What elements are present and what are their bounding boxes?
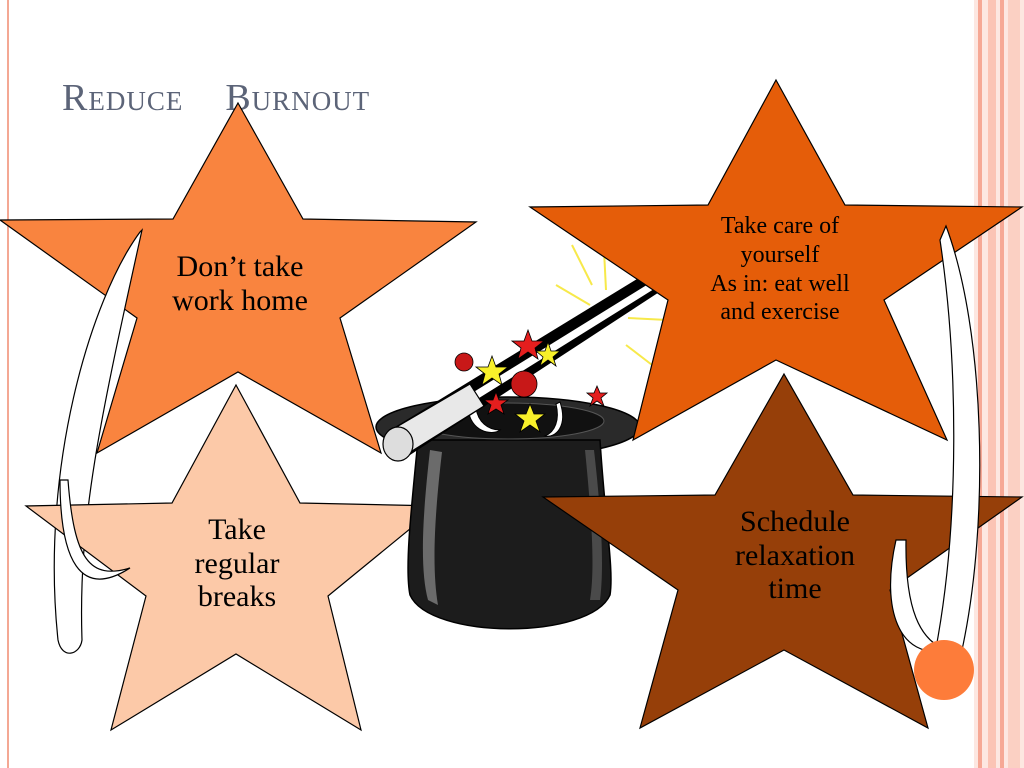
- star-line: Take: [208, 513, 266, 546]
- star-line: relaxation: [735, 538, 855, 572]
- magic-wand-icon: [382, 268, 670, 462]
- star-dont-take-work-home: [0, 101, 478, 455]
- star-line: regular: [194, 546, 280, 580]
- star-line: yourself: [740, 241, 820, 268]
- star-take-regular-breaks: [24, 383, 440, 732]
- star-line: Schedule: [740, 505, 850, 538]
- right-border-decoration: [974, 0, 1024, 768]
- left-ribbon-loop-icon: [59, 479, 131, 580]
- left-border-decoration: [0, 0, 18, 768]
- sparkle-star-icon: [454, 328, 609, 434]
- star-line: and exercise: [720, 299, 840, 326]
- star-text-schedule-relaxation-time: Schedule relaxation time: [690, 505, 900, 606]
- star-text-dont-take-work-home: Don’t take work home: [140, 250, 340, 317]
- star-line: breaks: [197, 580, 277, 614]
- star-line: Take care of: [720, 213, 840, 239]
- star-line: time: [768, 572, 822, 606]
- star-line: As in: eat well: [710, 270, 850, 297]
- star-take-care-of-yourself: [528, 78, 1024, 442]
- star-text-take-regular-breaks: Take regular breaks: [147, 513, 327, 614]
- orange-circle-decoration: [914, 640, 974, 700]
- slide-title: Reduce Burnout: [62, 77, 371, 119]
- right-ribbon-icon: [935, 224, 981, 661]
- star-line: Don’t take: [176, 250, 304, 283]
- star-text-take-care-of-yourself: Take care of yourself As in: eat well an…: [665, 212, 895, 327]
- star-line: work home: [172, 283, 308, 317]
